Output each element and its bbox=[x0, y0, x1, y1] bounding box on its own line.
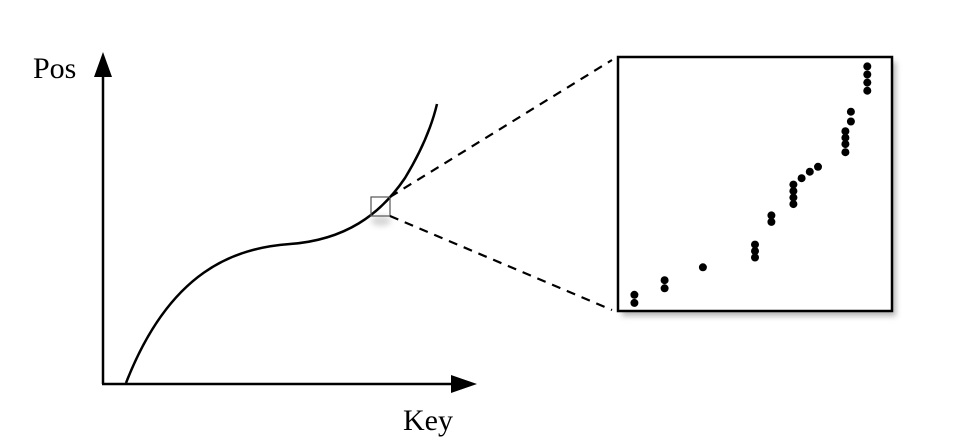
zoom-point bbox=[751, 253, 759, 262]
zoom-point bbox=[814, 162, 822, 171]
zoom-point bbox=[797, 174, 806, 183]
magnifier-box bbox=[370, 196, 391, 217]
zoom-point bbox=[841, 133, 850, 142]
y-axis-arrowhead bbox=[94, 52, 112, 77]
zoom-point bbox=[841, 140, 850, 149]
zoom-projection-bottom bbox=[389, 214, 613, 312]
zoom-point bbox=[789, 187, 798, 196]
zoom-point bbox=[846, 117, 855, 126]
zoom-point bbox=[630, 290, 639, 299]
zoom-point bbox=[846, 107, 855, 116]
zoom-point bbox=[767, 217, 776, 226]
zoom-point bbox=[789, 200, 798, 209]
zoom-projection-top bbox=[389, 59, 613, 198]
zoom-box bbox=[616, 55, 894, 313]
zoom-point bbox=[863, 86, 872, 95]
zoom-point bbox=[841, 127, 850, 136]
zoom-point bbox=[698, 263, 707, 272]
zoom-point bbox=[751, 247, 759, 256]
zoom-point bbox=[789, 193, 798, 202]
zoom-point bbox=[863, 62, 872, 71]
zoom-point bbox=[789, 180, 798, 189]
zoom-point bbox=[660, 284, 669, 293]
zoom-point bbox=[660, 276, 669, 285]
zoom-point bbox=[767, 211, 776, 220]
zoom-point bbox=[863, 78, 872, 87]
zoom-point bbox=[751, 240, 759, 249]
zoom-points bbox=[630, 62, 872, 307]
x-axis-arrowhead bbox=[451, 375, 477, 393]
y-axis-label: Pos bbox=[33, 52, 76, 85]
zoom-point bbox=[841, 148, 850, 157]
x-axis-label: Key bbox=[403, 404, 453, 437]
model-curve bbox=[124, 103, 439, 384]
zoom-point bbox=[805, 167, 814, 176]
magnifier-glow bbox=[371, 216, 391, 226]
zoom-point bbox=[630, 298, 639, 307]
zoom-point bbox=[863, 70, 872, 79]
